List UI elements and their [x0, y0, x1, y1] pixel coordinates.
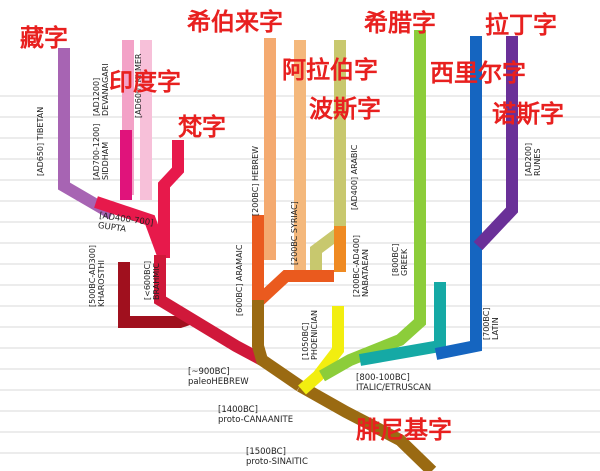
branch-aramaic — [252, 215, 334, 316]
vlabel-greek-date: [800BC] — [391, 243, 400, 276]
vlabel-runes-date: [AD200] — [524, 142, 533, 176]
cn-label-sanskrit: 梵字 — [178, 113, 226, 141]
branch-arabic — [310, 40, 346, 282]
branches — [58, 30, 518, 471]
label-proto-sinaitic-name: proto-SINAITIC — [246, 457, 308, 467]
vlabel-aramaic: [600BC] ARAMAIC — [235, 245, 244, 317]
vlabel-arabic: [AD400] ARABIC — [350, 145, 359, 210]
branch-latin — [434, 36, 482, 360]
label-paleo-hebrew-name: paleoHEBREW — [188, 377, 249, 387]
vlabel-tibetan: [AD650] TIBETAN — [36, 107, 45, 176]
label-proto-canaanite: [1400BC] proto-CANAANITE — [218, 405, 293, 425]
label-italic-etruscan-date: [800-100BC] — [356, 373, 410, 383]
vlabel-greek: [800BC]GREEK — [391, 244, 409, 276]
vlabel-siddham-date: [AD700-1200] — [92, 123, 101, 180]
branch-etruscan — [358, 282, 446, 366]
cn-label-persian: 波斯字 — [309, 95, 381, 123]
label-proto-canaanite-date: [1400BC] — [218, 405, 258, 415]
vlabel-brahmic-date: [<600BC] — [143, 260, 152, 300]
vlabel-brahmic-name: BRAHMIC — [152, 262, 161, 300]
vlabel-nabataean: [200BC-AD400]NABATAEAN — [352, 235, 370, 297]
vlabel-nabataean-name: NABATAEAN — [361, 248, 370, 297]
cn-label-greek: 希腊字 — [364, 9, 436, 37]
vlabel-devanagari: [AD1200]DEVANAGARI — [92, 63, 110, 116]
vlabel-hebrew: [200BC] HEBREW — [251, 146, 260, 216]
branch-phoenician — [298, 306, 344, 395]
vlabel-siddham: [AD700-1200]SIDDHAM — [92, 124, 110, 180]
label-paleo-hebrew: [~900BC] paleoHEBREW — [188, 367, 249, 387]
label-proto-canaanite-name: proto-CANAANITE — [218, 415, 294, 425]
vlabel-tibetan-text: [AD650] TIBETAN — [36, 106, 45, 176]
cn-label-arabic: 阿拉伯字 — [282, 56, 378, 84]
vlabel-hebrew-text: [200BC] HEBREW — [251, 145, 260, 216]
cn-label-indic: 印度字 — [109, 68, 181, 96]
label-paleo-hebrew-date: [~900BC] — [188, 367, 230, 377]
vlabel-kharosthi-name: KHAROSTHI — [97, 260, 106, 307]
vlabel-runes: [AD200]RUNES — [524, 143, 542, 176]
cn-label-phoenician: 腓尼基字 — [356, 416, 452, 444]
vlabel-kharosthi-date: [500BC-AD300] — [88, 244, 97, 307]
branch-greek — [319, 30, 426, 382]
cn-label-hebrew: 希伯来字 — [187, 8, 283, 36]
cn-label-norse: 诺斯字 — [492, 100, 564, 128]
label-italic-etruscan-name: ITALIC/ETRUSCAN — [356, 383, 432, 393]
cn-label-latin: 拉丁字 — [485, 11, 557, 39]
vlabel-latin-name: LATIN — [491, 317, 500, 340]
cn-label-cyrillic: 西里尔字 — [430, 59, 526, 87]
label-italic-etruscan: [800-100BC] ITALIC/ETRUSCAN — [356, 373, 431, 393]
vlabel-phoenician-name: PHOENICIAN — [310, 310, 319, 360]
vlabel-runes-name: RUNES — [533, 148, 542, 176]
branch-gupta — [158, 140, 184, 258]
label-proto-sinaitic-date: [1500BC] — [246, 447, 286, 457]
vlabel-kharosthi: [500BC-AD300]KHAROSTHI — [88, 245, 106, 307]
vlabel-syriac: [200BC SYRIAC] — [290, 201, 299, 265]
branch-paleo_hebrew — [297, 380, 437, 471]
branch-brahmic — [154, 255, 265, 366]
vlabel-latin-date: [700BC] — [482, 307, 491, 340]
branch-paleo_hebrew — [252, 300, 304, 391]
branch-runes — [473, 36, 518, 251]
vlabel-devanagari-date: [AD1200] — [92, 77, 101, 116]
vlabel-arabic-text: [AD400] ARABIC — [350, 144, 359, 210]
label-proto-sinaitic: [1500BC] proto-SINAITIC — [246, 447, 308, 467]
vlabel-aramaic-text: [600BC] ARAMAIC — [235, 244, 244, 317]
vlabel-brahmic: [<600BC]BRAHMIC — [143, 261, 161, 300]
vlabel-nabataean-date: [200BC-AD400] — [352, 234, 361, 297]
vlabel-syriac-text: [200BC SYRIAC] — [290, 201, 299, 265]
vlabel-phoenician: [1050BC]PHOENICIAN — [301, 310, 319, 360]
vlabel-greek-name: GREEK — [400, 248, 409, 276]
cn-label-tibetan: 藏字 — [20, 24, 68, 52]
vlabel-latin: [700BC]LATIN — [482, 308, 500, 340]
vlabel-phoenician-date: [1050BC] — [301, 322, 310, 360]
vlabel-siddham-name: SIDDHAM — [101, 141, 110, 180]
